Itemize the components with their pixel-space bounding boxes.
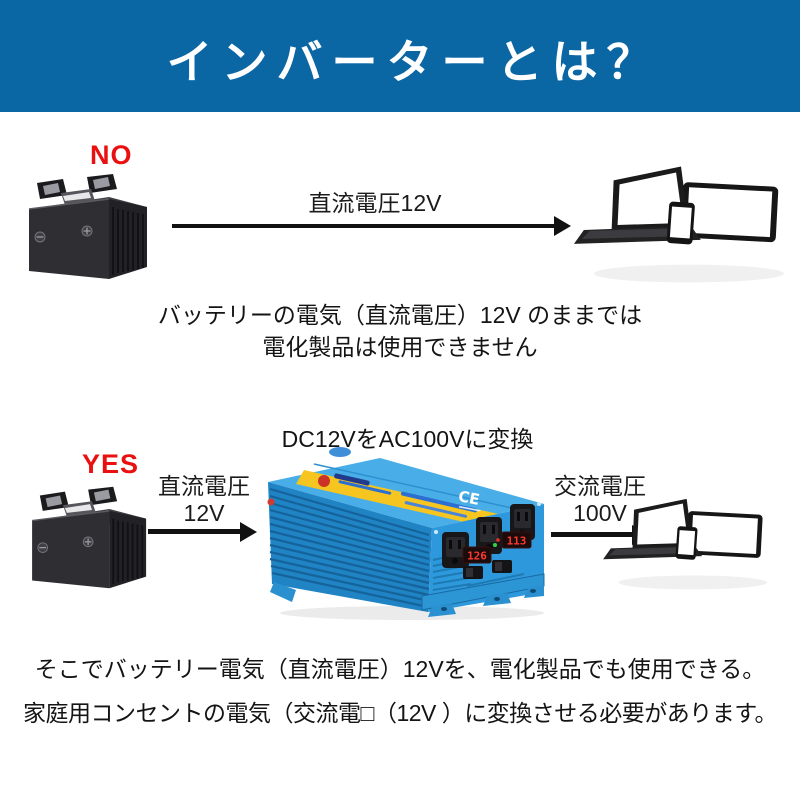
svg-text:113: 113 [507, 535, 527, 548]
ce-mark: CE [457, 487, 481, 509]
arrow-right-icon [148, 529, 240, 534]
led-display-left: 126 [462, 546, 492, 564]
devices-icon [603, 498, 768, 590]
footer-line1: そこでバッテリー電気（直流電圧）12Vを、電化製品でも使用できる。 [34, 656, 766, 682]
footer-line2: 家庭用コンセントの電気（交流電□（12V ）に変換させる必要があります。 [23, 700, 777, 726]
ac-outlet-icon [510, 504, 535, 540]
arrow-right-icon [172, 224, 554, 228]
no-caption-line2: 電化製品は使用できません [262, 334, 538, 360]
dc-voltage-label: 直流電圧 12V [152, 473, 256, 527]
ac-voltage-label-line2: 100V [573, 500, 627, 526]
dc-voltage-label-line1: 直流電圧 [158, 473, 250, 499]
page-title: インバーターとは？ [166, 35, 662, 89]
led-display-right: 113 [501, 531, 532, 549]
ac-voltage-label-line1: 交流電圧 [554, 473, 646, 499]
no-caption-line1: バッテリーの電気（直流電圧）12V のままでは [157, 302, 643, 328]
battery-icon [28, 174, 147, 279]
battery-icon [32, 486, 147, 589]
ac-outlet-icon [442, 532, 469, 568]
converter-title: DC12VをAC100Vに変換 [281, 426, 534, 452]
ac-voltage-label: 交流電圧 100V [548, 473, 652, 527]
dc-voltage-label-line2: 12V [183, 500, 225, 526]
devices-icon [573, 166, 785, 283]
dc-voltage-arrow-label: 直流電圧12V [308, 190, 442, 216]
svg-text:126: 126 [467, 550, 487, 563]
inverter-icon: CE [267, 447, 545, 620]
arrow-right-icon [551, 532, 632, 537]
no-label: NO [90, 140, 133, 170]
yes-label: YES [82, 449, 140, 479]
header-banner: インバーターとは？ [0, 0, 800, 112]
